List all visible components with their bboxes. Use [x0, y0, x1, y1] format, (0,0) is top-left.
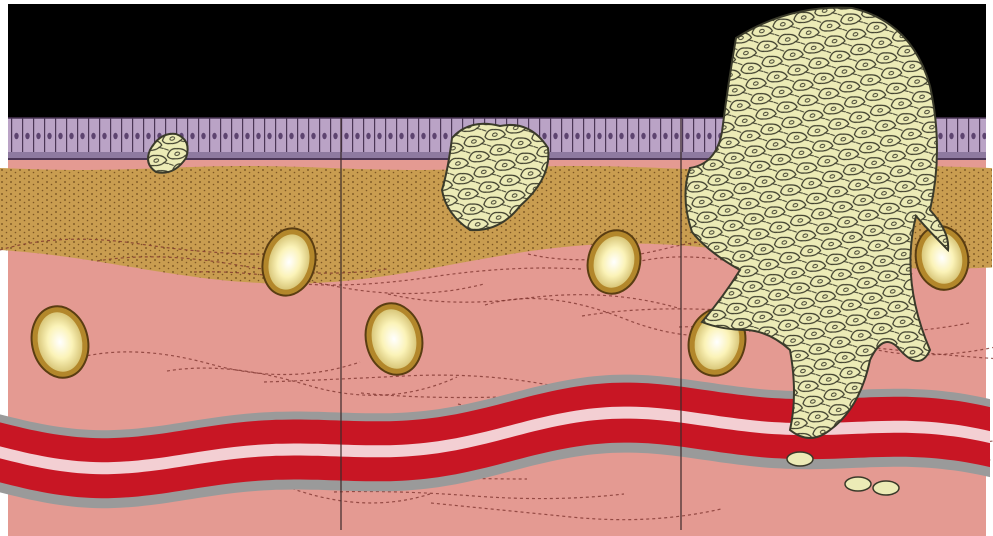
invading-cell [845, 477, 871, 491]
invading-cell [787, 452, 813, 466]
invading-cell [873, 481, 899, 495]
